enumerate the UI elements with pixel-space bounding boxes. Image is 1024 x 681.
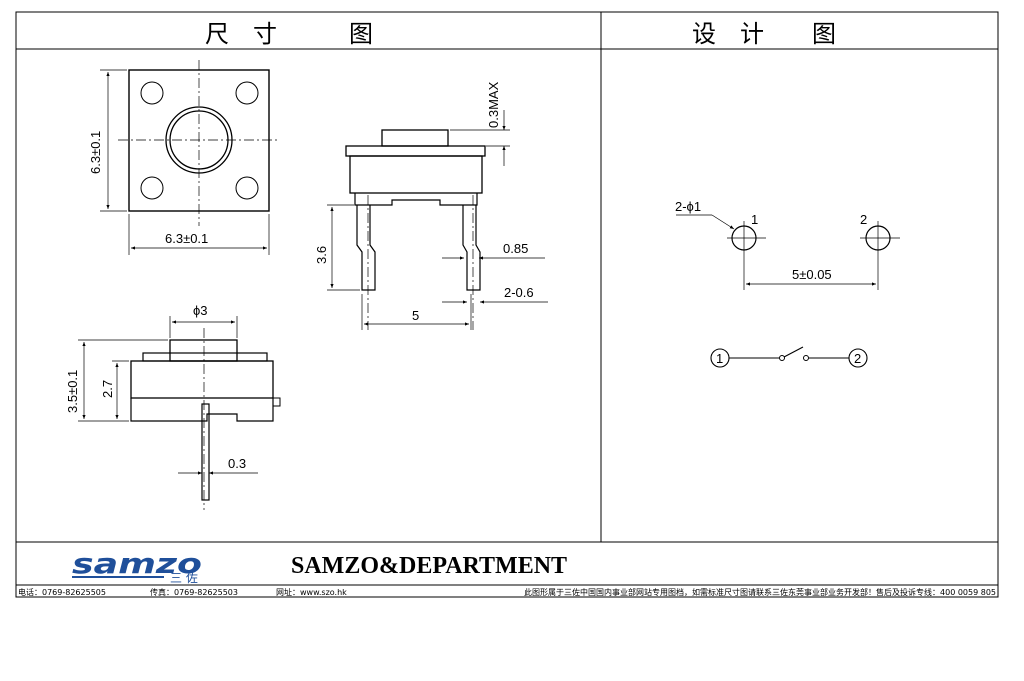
side-pin-spacing-label: 5 [412,308,419,323]
side-height-label: 3.6 [314,246,329,264]
front-total-height-label: 3.5±0.1 [65,370,80,413]
footer-notice: 此图形属于三佐中国国内事业部网站专用图档，如需标准尺寸图请联系三佐东莞事业部业务… [524,587,996,597]
dimension-drawing-title: 尺 寸 图 [205,20,373,48]
outer-frame [15,11,999,598]
schematic-node-2: 2 [854,351,861,366]
footer-phone: 电话：0769-82625505 [18,587,106,597]
pad2-label: 2 [860,212,867,227]
footer-fax: 传真：0769-82625503 [150,587,238,597]
side-pin-count-label: 2-0.6 [504,285,534,300]
pad-spacing-label: 5±0.05 [792,267,832,282]
company-logo: samzo 三 佐 [72,547,202,585]
schematic-node-1: 1 [716,351,723,366]
switch-schematic [710,346,868,368]
top-view [100,60,280,255]
side-view [327,110,548,330]
top-height-label: 6.3±0.1 [88,131,103,174]
front-body-height-label: 2.7 [100,380,115,398]
hole-spec-label: 2-ϕ1 [675,199,701,214]
department-name: SAMZO&DEPARTMENT [291,553,567,579]
top-width-label: 6.3±0.1 [165,231,208,246]
front-diameter-label: ϕ3 [193,303,208,318]
pad1-label: 1 [751,212,758,227]
side-max-label: 0.3MAX [486,81,501,128]
front-view [78,316,281,510]
logo-text: samzo [72,547,202,580]
design-drawing-title: 设 计 图 [692,20,836,48]
side-pin-width-label: 0.85 [503,241,528,256]
pcb-layout [676,214,900,290]
front-pin-thickness-label: 0.3 [228,456,246,471]
footer-website: 网址：www.szo.hk [276,587,347,597]
logo-chinese: 三 佐 [170,571,198,585]
